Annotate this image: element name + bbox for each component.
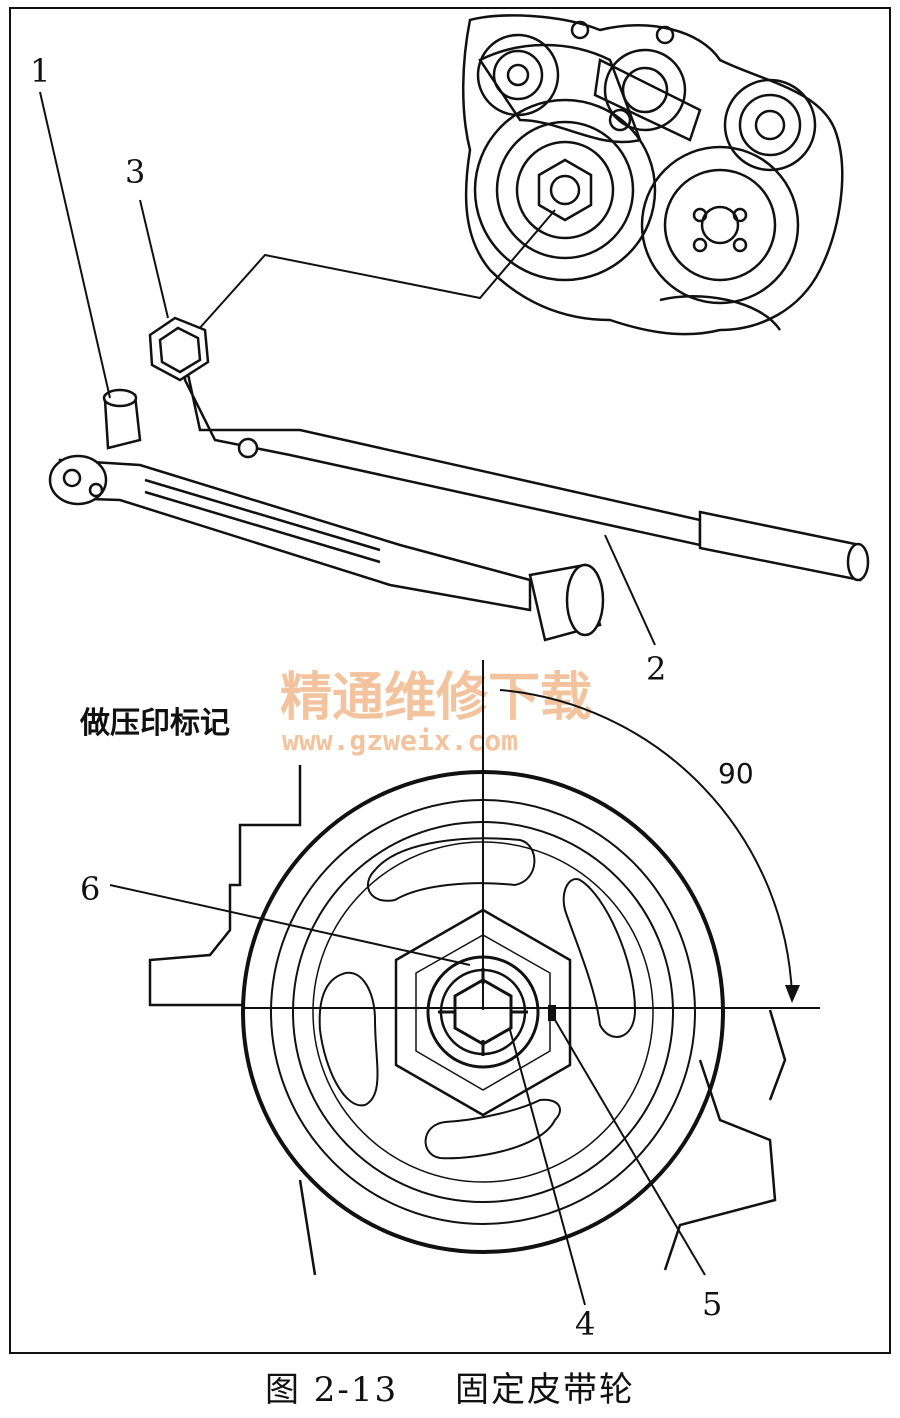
- callout-6: 6: [80, 870, 100, 908]
- leader-lines: [39, 91, 656, 646]
- angle-label: 90: [718, 757, 754, 790]
- centre-lines: [245, 660, 820, 1010]
- callout-1: 1: [30, 52, 50, 90]
- engine-front-drawing: [462, 14, 844, 336]
- watermark-chinese: 精通维修下载: [280, 668, 592, 728]
- make-stamp-mark-label: 做压印标记: [79, 706, 230, 741]
- caption-title: 固定皮带轮: [455, 1370, 635, 1410]
- torque-wrench: [48, 388, 605, 642]
- leader-lines-bottom: [109, 884, 706, 1306]
- callout-5: 5: [702, 1285, 722, 1323]
- caption-number: 图 2-13: [264, 1370, 399, 1410]
- arc-arrowhead: [785, 985, 800, 1003]
- angle-arc-90: [499, 689, 793, 996]
- callout-3: 3: [125, 153, 145, 191]
- stamp-mark: [548, 1005, 556, 1021]
- figure-caption: 图 2-13 固定皮带轮: [0, 1362, 900, 1412]
- callout-4: 4: [575, 1305, 595, 1343]
- engine-block-outline: [148, 765, 787, 1276]
- engagement-connector-line: [197, 209, 556, 331]
- watermark-url: www.gzweix.com: [282, 724, 518, 757]
- callout-2: 2: [646, 650, 666, 688]
- counter-hold-tool: [148, 316, 870, 582]
- figure-frame: [9, 7, 891, 1354]
